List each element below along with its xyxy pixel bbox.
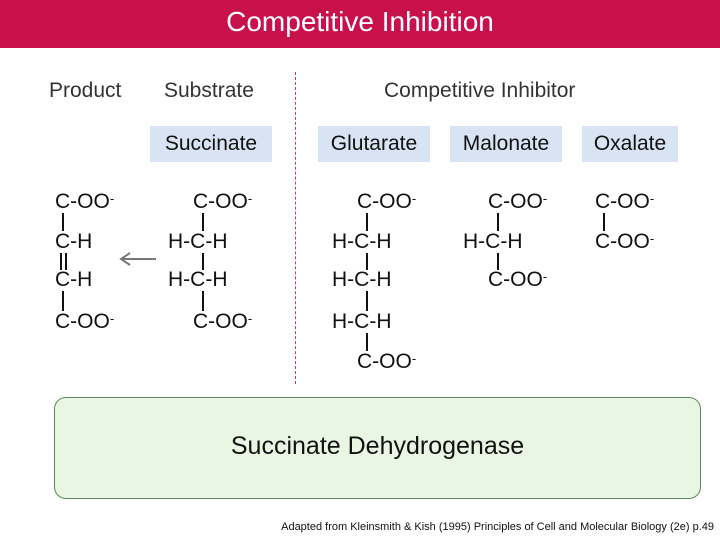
header-competitive-inhibitor: Competitive Inhibitor bbox=[384, 79, 576, 102]
product-ch-1: C-H bbox=[55, 230, 93, 253]
malonate-carboxylate-bottom: C-OO- bbox=[488, 268, 548, 291]
product-carboxylate-top: C-OO- bbox=[55, 190, 115, 213]
oxalate-carboxylate-bottom: C-OO- bbox=[595, 230, 655, 253]
malonate-carboxylate-top: C-OO- bbox=[488, 190, 548, 213]
succinate-ch2-2: H-C-H bbox=[168, 268, 228, 291]
succinate-carboxylate-top: C-OO- bbox=[193, 190, 253, 213]
title-bar bbox=[0, 0, 720, 48]
glutarate-carboxylate-top: C-OO- bbox=[357, 190, 417, 213]
name-succinate: Succinate bbox=[150, 126, 272, 162]
name-oxalate: Oxalate bbox=[582, 126, 678, 162]
succinate-carboxylate-bottom: C-OO- bbox=[193, 310, 253, 333]
glutarate-ch2-1: H-C-H bbox=[332, 230, 392, 253]
name-malonate: Malonate bbox=[450, 126, 562, 162]
malonate-ch2: H-C-H bbox=[463, 230, 523, 253]
oxalate-carboxylate-top: C-OO- bbox=[595, 190, 655, 213]
glutarate-carboxylate-bottom: C-OO- bbox=[357, 350, 417, 373]
enzyme-label: Succinate Dehydrogenase bbox=[230, 432, 525, 460]
product-ch-2: C-H bbox=[55, 268, 93, 291]
header-product: Product bbox=[49, 79, 122, 102]
name-glutarate: Glutarate bbox=[318, 126, 430, 162]
reaction-arrow bbox=[119, 252, 156, 266]
glutarate-ch2-2: H-C-H bbox=[332, 268, 392, 291]
citation: Adapted from Kleinsmith & Kish (1995) Pr… bbox=[281, 521, 714, 533]
glutarate-ch2-3: H-C-H bbox=[332, 310, 392, 333]
header-substrate: Substrate bbox=[164, 79, 254, 102]
product-carboxylate-bottom: C-OO- bbox=[55, 310, 115, 333]
section-divider bbox=[295, 72, 296, 384]
succinate-ch2-1: H-C-H bbox=[168, 230, 228, 253]
enzyme-box: Succinate Dehydrogenase bbox=[54, 397, 701, 499]
slide-title: Competitive Inhibition bbox=[226, 6, 494, 37]
